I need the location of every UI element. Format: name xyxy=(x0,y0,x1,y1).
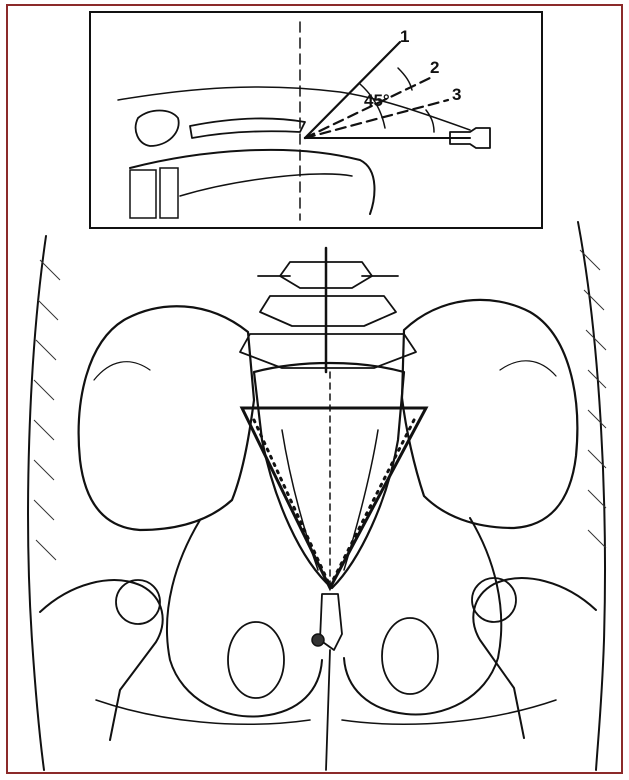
needle-label-3: 3 xyxy=(452,85,461,104)
lumbar-vertebrae xyxy=(240,248,416,372)
right-obturator-foramen xyxy=(382,618,438,694)
pelvis-illustration xyxy=(28,222,606,770)
right-ilium-texture xyxy=(500,361,556,376)
sacral-hiatus-marker xyxy=(312,634,324,646)
inset-sagittal-view: 1 2 3 45° xyxy=(90,12,542,228)
right-iliac-wing xyxy=(402,300,577,528)
gluteal-cleft xyxy=(326,650,330,770)
left-femoral-head xyxy=(116,580,160,624)
right-femur xyxy=(473,578,596,738)
triangle-dotted-right xyxy=(330,420,414,586)
left-ilium-texture xyxy=(94,362,150,380)
right-ischium xyxy=(344,518,501,715)
left-ischium xyxy=(167,520,322,717)
left-iliac-wing xyxy=(79,306,254,530)
needle-label-2: 2 xyxy=(430,58,439,77)
triangle-dotted-left xyxy=(254,420,330,586)
left-femur xyxy=(40,580,163,740)
left-obturator-foramen xyxy=(228,622,284,698)
inset-border xyxy=(90,12,542,228)
right-flank xyxy=(578,222,605,770)
angle-label: 45° xyxy=(364,91,390,110)
needle-label-1: 1 xyxy=(400,27,409,46)
